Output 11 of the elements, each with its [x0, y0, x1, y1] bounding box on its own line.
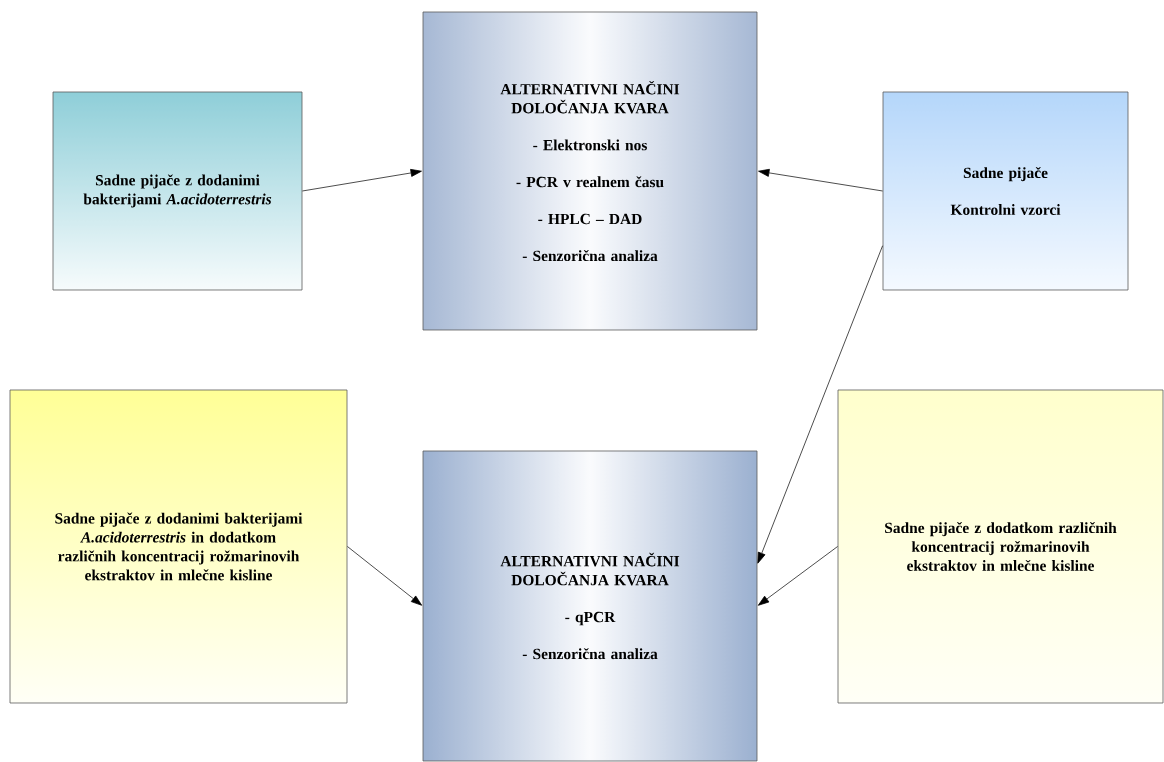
- process-box: Sadne pijače Kontrolni vzorci: [882, 91, 1129, 291]
- arrow: [302, 169, 422, 192]
- process-box: Sadne pijače z dodanimi bakterijami A.acidoterrestris in dodatkom različnih koncentracij rožmarinovih ekstraktov in mlečne kisline: [9, 389, 348, 704]
- arrow: [347, 546, 423, 606]
- process-box: ALTERNATIVNI NAČINI DOLOČANJA KVARA - Elektronski nos - PCR v realnem času - HPLC – DAD - Senzorična analiza: [422, 11, 758, 331]
- process-box: Sadne pijače z dodanimi bakterijami A.acidoterrestris: [52, 91, 303, 291]
- arrow: [757, 546, 838, 606]
- process-box: ALTERNATIVNI NAČINI DOLOČANJA KVARA - qPCR - Senzorična analiza: [422, 450, 758, 762]
- arrow: [758, 168, 883, 192]
- arrow: [757, 245, 883, 564]
- process-box: Sadne pijače z dodatkom različnih koncentracij rožmarinovih ekstraktov in mlečne kisline: [837, 389, 1164, 704]
